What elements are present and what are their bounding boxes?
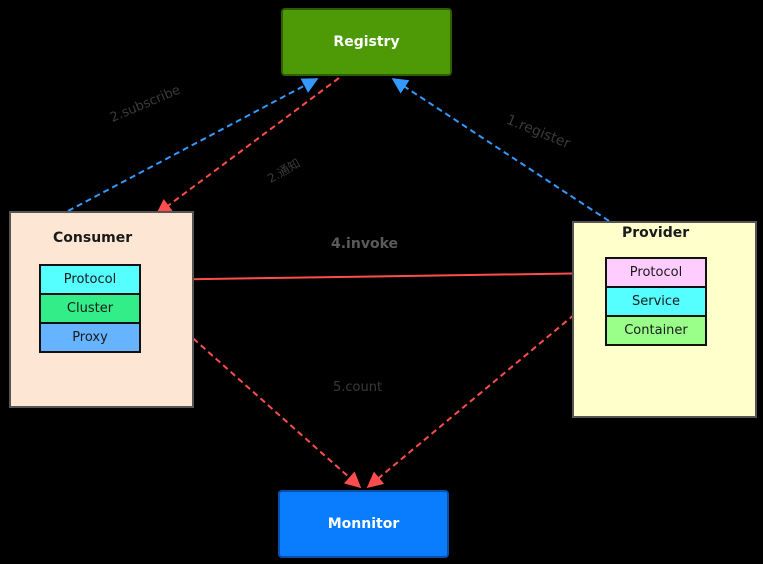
edge-register [391,78,610,222]
monitor-label: Monnitor [327,516,400,532]
edge-count-consumer [140,291,362,489]
edge-subscribe [67,78,319,212]
provider-title: Provider [622,225,690,241]
registry-label: Registry [333,34,400,50]
count-label: 5.count [333,380,383,395]
monitor-node: Monnitor [278,490,449,558]
consumer-proxy-layer: Proxy [39,322,141,353]
consumer-layer-stack: Protocol Cluster Proxy [39,264,141,353]
edge-notify [155,77,340,215]
registry-node: Registry [281,8,452,76]
edge-invoke [140,265,605,282]
provider-service-layer: Service [605,286,707,317]
provider-container-layer: Container [605,315,707,346]
consumer-protocol-layer: Protocol [39,264,141,295]
invoke-label: 4.invoke [331,236,398,252]
consumer-cluster-layer: Cluster [39,293,141,324]
consumer-title: Consumer [53,230,133,246]
edge-count-provider [366,288,606,489]
provider-layer-stack: Protocol Service Container [605,257,707,346]
provider-protocol-layer: Protocol [605,257,707,288]
